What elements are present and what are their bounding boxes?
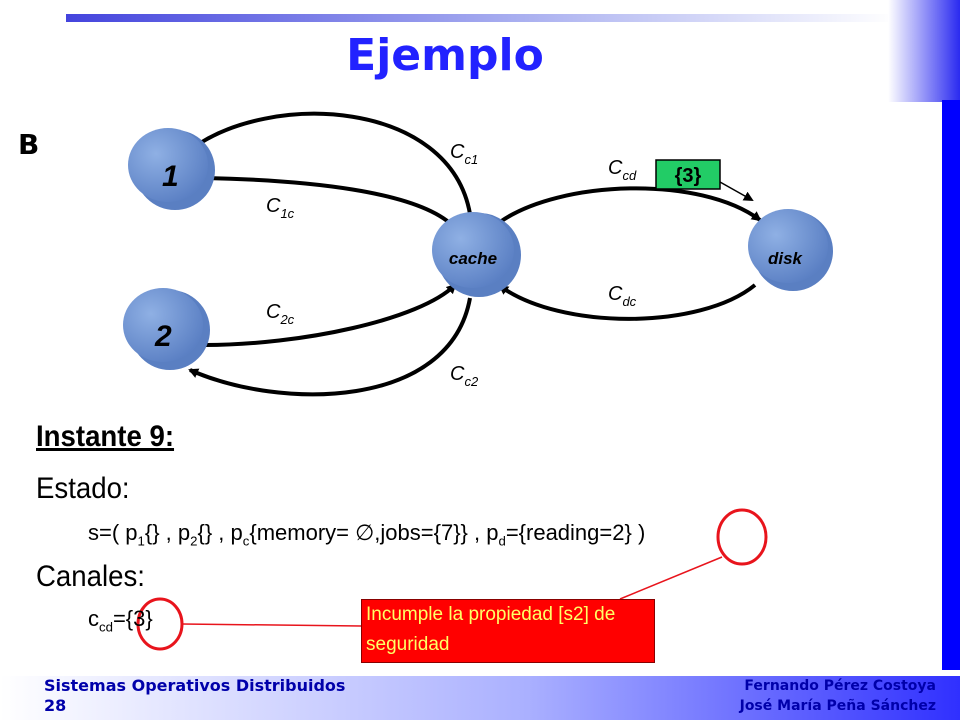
connector-channel [181,623,362,627]
slide-title: Ejemplo [346,30,544,81]
scenario-label: B [18,128,40,161]
node-p2-label: 2 [154,320,172,353]
state-label: Estado: [36,472,130,505]
label-ccd: Ccd [608,157,637,183]
state-expression: s=( p1{} , p2{} , pc{memory= ∅,jobs={7}}… [88,520,646,549]
highlight-circle-state [716,508,768,566]
node-p1: 1 [128,128,215,210]
node-disk: disk [748,209,833,291]
label-c1c: C1c [266,195,295,221]
instant-heading: Instante 9: [36,420,175,453]
author-1: Fernando Pérez Costoya [744,678,936,694]
connector-state [619,556,723,600]
message-box: {3} [655,159,721,190]
corner-gradient [888,0,960,102]
footer-authors: Fernando Pérez Costoya José María Peña S… [740,676,936,716]
node-disk-label: disk [768,249,804,268]
right-accent-bar [942,100,960,670]
edge-cache-to-disk [498,186,762,224]
channels-label: Canales: [36,560,145,593]
channel-expression: ccd={3} [88,606,153,635]
edge-p2-to-cache [204,283,457,347]
page-number: 28 [44,696,67,715]
edge-cache-to-p2 [188,297,472,397]
node-cache-label: cache [449,249,497,268]
node-p2: 2 [123,288,210,370]
node-cache: cache [432,212,521,297]
edge-cache-to-p1 [188,111,472,215]
label-cdc: Cdc [608,283,637,309]
message-pointer [719,181,754,201]
course-name: Sistemas Operativos Distribuidos [44,676,346,695]
label-cc1: Cc1 [450,141,478,167]
author-2: José María Peña Sánchez [739,698,936,714]
footer-bar [0,676,960,720]
message-label: {3} [675,165,702,187]
violation-note: Incumple la propiedad [s2] de seguridad [361,599,655,663]
edge-p1-to-cache [204,176,457,230]
node-p1-label: 1 [162,160,179,193]
top-accent-bar [66,14,896,22]
edge-disk-to-cache [498,283,757,321]
label-cc2: Cc2 [450,363,479,389]
label-c2c: C2c [266,301,295,327]
footer-course: Sistemas Operativos Distribuidos 28 [44,676,345,716]
